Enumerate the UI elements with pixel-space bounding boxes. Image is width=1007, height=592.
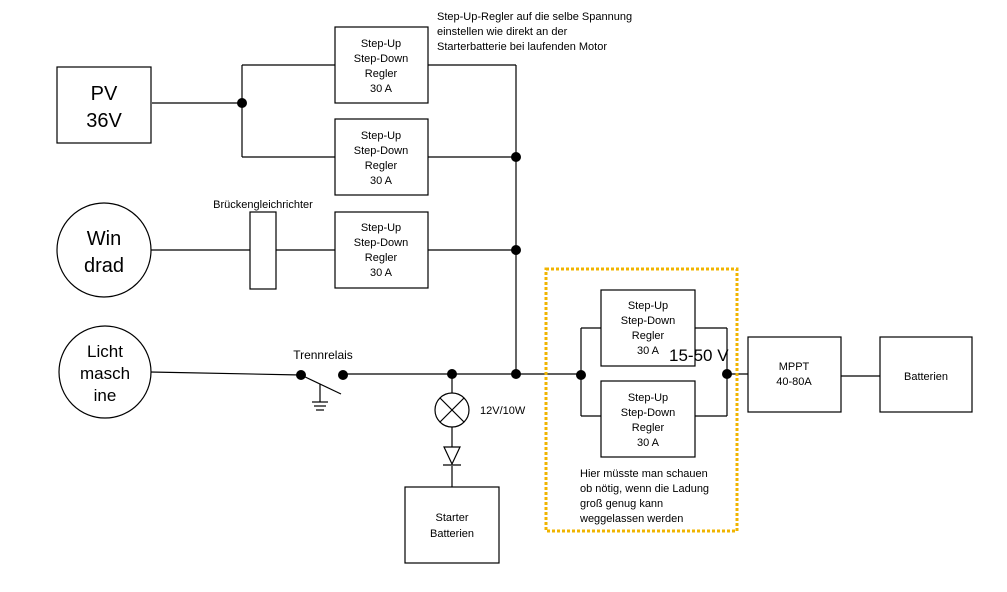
svg-text:40-80A: 40-80A [776,376,812,388]
battery-bank: Batterien [879,336,973,413]
svg-text:Step-Down: Step-Down [354,53,408,65]
svg-text:Step-Up: Step-Up [628,392,668,404]
svg-text:Batterien: Batterien [430,528,474,540]
svg-text:Step-Down: Step-Down [354,237,408,249]
alternator-label-line1: Licht [87,342,123,361]
wind-label-line1: Win [87,228,121,250]
mppt-controller: MPPT 40-80A [747,336,842,413]
wires [149,64,880,487]
svg-text:Step-Down: Step-Down [621,407,675,419]
regulator-parallel-1: Step-Up Step-Down Regler 30 A [600,289,696,367]
svg-text:Regler: Regler [365,68,398,80]
lamp-symbol: 12V/10W [434,392,526,428]
pv-source: PV 36V [56,66,152,144]
svg-text:Starter: Starter [435,512,468,524]
junction-dots [237,98,732,380]
regulator-parallel-2: Step-Up Step-Down Regler 30 A [600,380,696,458]
svg-text:ob nötig, wenn die Ladung: ob nötig, wenn die Ladung [580,483,709,495]
svg-text:Step-Down: Step-Down [354,145,408,157]
lamp-label: 12V/10W [480,405,526,417]
alternator-label-line3: ine [94,386,117,405]
svg-text:Starterbatterie bei laufenden: Starterbatterie bei laufenden Motor [437,41,607,53]
starter-battery: Starter Batterien [404,486,500,564]
wind-label-line2: drad [84,255,124,277]
regulator-pv-1: Step-Up Step-Down Regler 30 A [334,26,429,104]
top-note: Step-Up-Regler auf die selbe Spannung ei… [437,11,632,53]
svg-text:Step-Up: Step-Up [361,130,401,142]
svg-text:MPPT: MPPT [779,361,810,373]
diode-symbol [443,446,461,466]
bridge-rectifier: Brückengleichrichter [213,199,313,290]
svg-text:Step-Up-Regler auf die selbe S: Step-Up-Regler auf die selbe Spannung [437,11,632,23]
svg-text:Regler: Regler [632,422,665,434]
svg-text:Step-Up: Step-Up [628,300,668,312]
svg-text:groß genug kann: groß genug kann [580,498,663,510]
svg-text:Step-Up: Step-Up [361,222,401,234]
svg-text:30 A: 30 A [370,267,393,279]
voltage-label: 15-50 V [669,346,729,365]
pv-label-line1: PV [91,83,118,105]
svg-text:30 A: 30 A [637,345,660,357]
svg-text:30 A: 30 A [370,175,393,187]
wind-generator: Win drad [56,202,152,298]
optional-section-highlight [544,267,739,533]
regulator-pv-2: Step-Up Step-Down Regler 30 A [334,118,429,196]
bottom-note: Hier müsste man schauen ob nötig, wenn d… [579,468,709,525]
svg-text:weggelassen werden: weggelassen werden [579,513,683,525]
rectifier-label: Brückengleichrichter [213,199,313,211]
svg-text:einstellen wie direkt an der: einstellen wie direkt an der [437,26,568,38]
svg-text:Step-Down: Step-Down [621,315,675,327]
svg-text:Step-Up: Step-Up [361,38,401,50]
alternator: Licht masch ine [58,325,152,419]
relay-label: Trennrelais [293,348,353,362]
battery-label: Batterien [904,371,948,383]
svg-text:30 A: 30 A [370,83,393,95]
alternator-label-line2: masch [80,364,130,383]
svg-text:Regler: Regler [365,252,398,264]
regulator-wind: Step-Up Step-Down Regler 30 A [334,211,429,289]
svg-text:Regler: Regler [632,330,665,342]
svg-text:Hier müsste man schauen: Hier müsste man schauen [580,468,708,480]
pv-label-line2: 36V [86,110,122,132]
svg-text:30 A: 30 A [637,437,660,449]
svg-text:Regler: Regler [365,160,398,172]
